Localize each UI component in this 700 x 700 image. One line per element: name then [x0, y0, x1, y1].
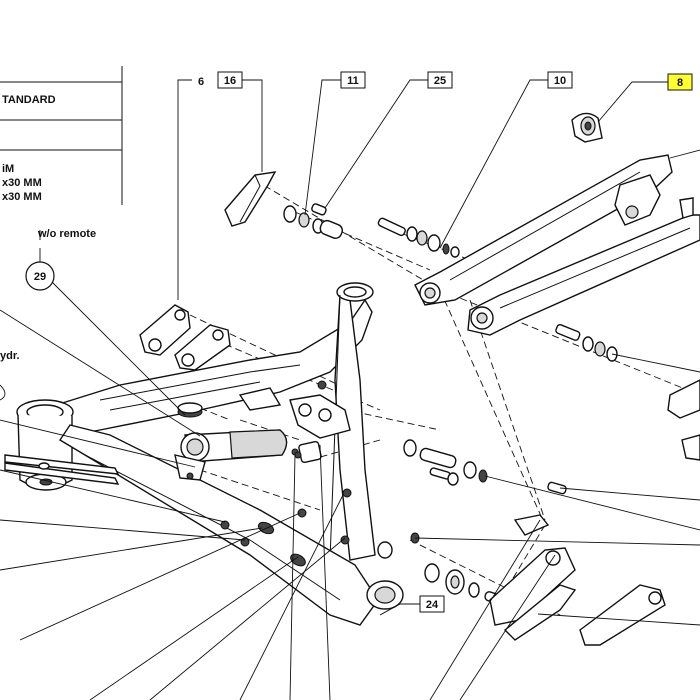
leader-lines [0, 79, 700, 700]
callouts: 6 16 11 25 10 8 29 24 w/o remote ydr. [0, 71, 693, 613]
note-without-remote: w/o remote [37, 228, 96, 240]
linkage-parts [139, 171, 277, 371]
spec-table-row-standard: TANDARD [2, 94, 56, 106]
rear-shock [174, 402, 322, 481]
callout-25: 25 [434, 75, 446, 87]
callout-24: 24 [426, 599, 439, 611]
callout-11: 11 [347, 75, 359, 87]
callout-29: 29 [34, 271, 46, 283]
spec-table-row-x30-b: x30 MM [2, 191, 42, 203]
spec-table: TANDARD iM x30 MM x30 MM [0, 66, 123, 205]
chainstays [489, 379, 700, 646]
note-hydraulic: ydr. [0, 350, 20, 362]
bike-frame [4, 282, 404, 626]
seat-stays [414, 154, 700, 336]
callout-6: 6 [198, 76, 204, 88]
callout-8: 8 [677, 77, 683, 89]
spec-table-row-x30-a: x30 MM [2, 177, 42, 189]
spec-table-row-im: iM [2, 163, 14, 175]
callout-10: 10 [554, 75, 566, 87]
callout-16: 16 [224, 75, 236, 87]
